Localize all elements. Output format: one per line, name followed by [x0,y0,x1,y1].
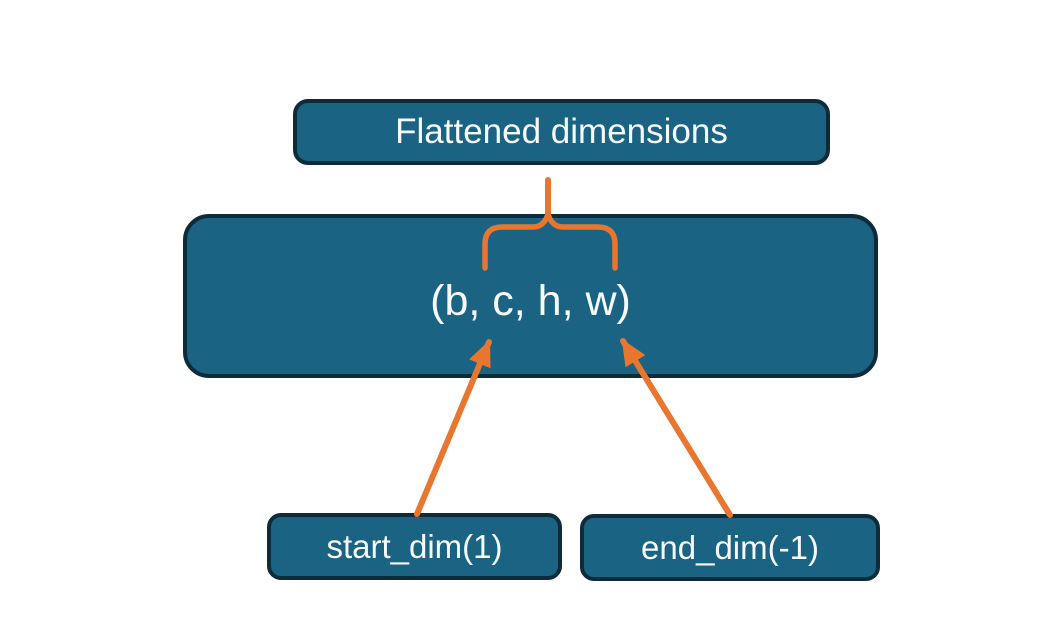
tensor-shape-label: (b, c, h, w) [430,276,631,325]
flattened-dimensions-box: Flattened dimensions [293,99,830,165]
end-dim-box: end_dim(-1) [580,514,880,581]
flattened-dimensions-label: Flattened dimensions [395,112,728,151]
start-dim-label: start_dim(1) [326,527,503,565]
start-dim-box: start_dim(1) [267,513,562,580]
tensor-shape-box: (b, c, h, w) [183,214,878,378]
end-dim-label: end_dim(-1) [641,528,819,566]
